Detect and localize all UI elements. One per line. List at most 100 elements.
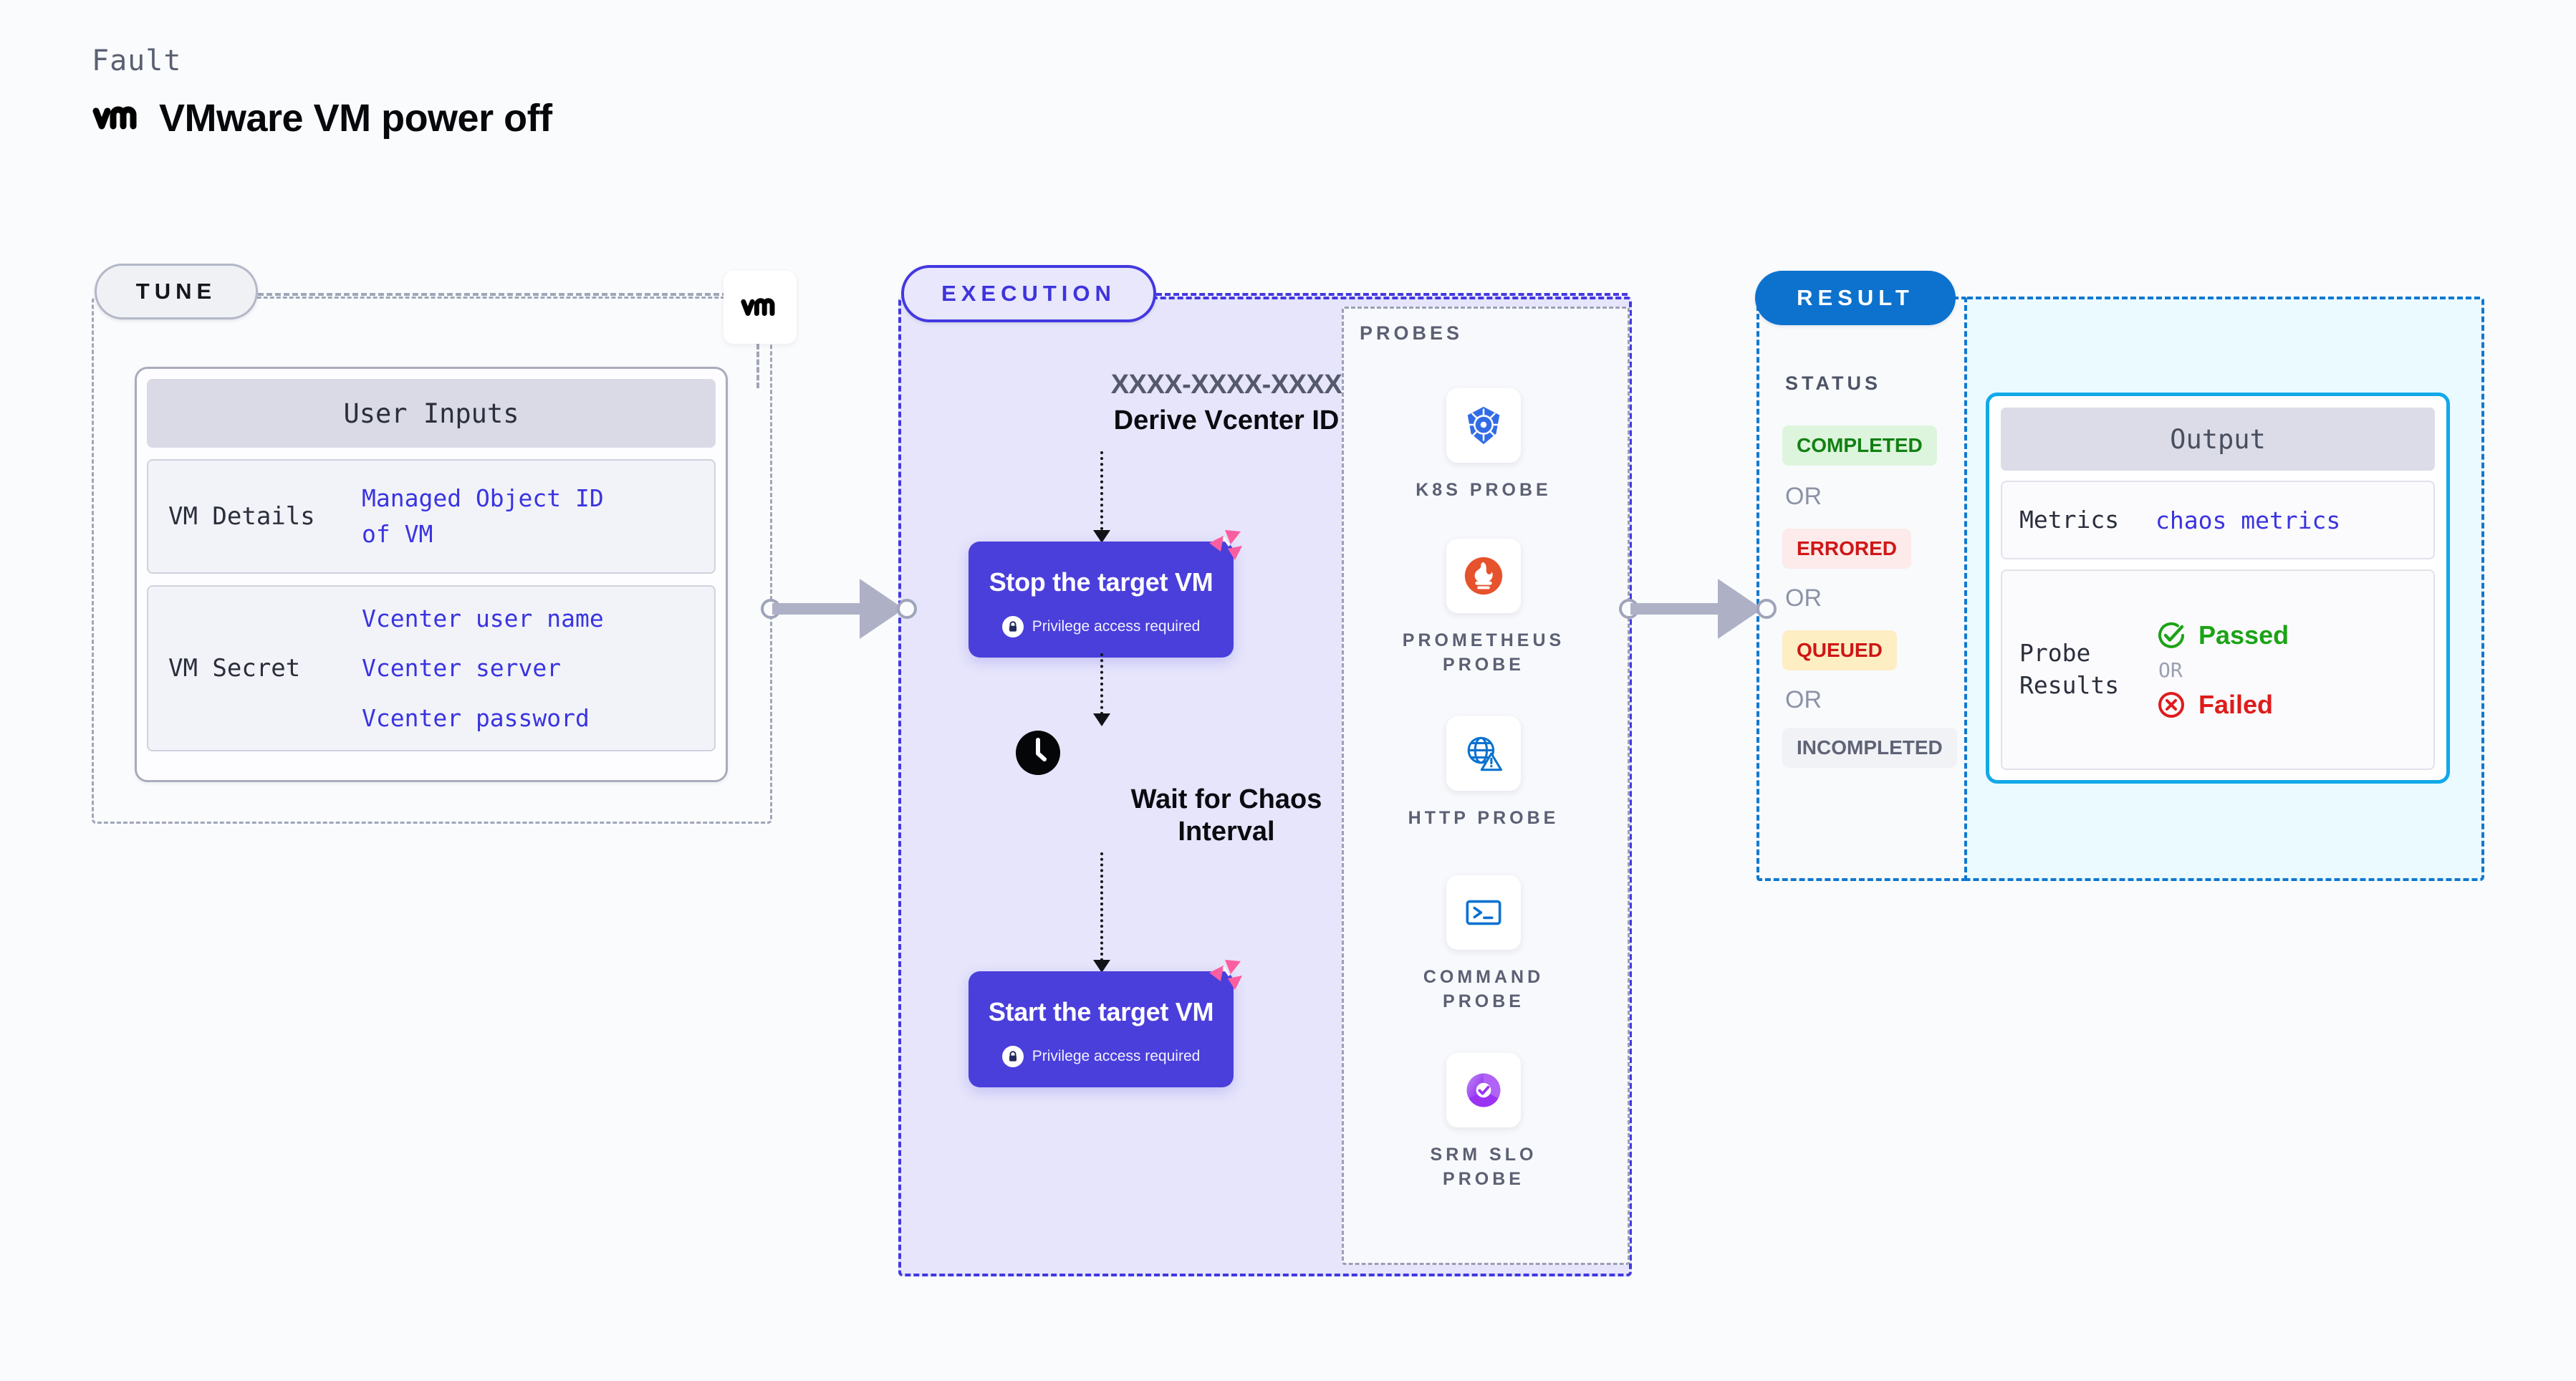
wait-for-chaos-interval-label: Wait for Chaos Interval (898, 784, 1554, 848)
probe-label: HTTP PROBE (1408, 808, 1559, 828)
probe-item-k8s[interactable]: K8S PROBE (1342, 388, 1625, 503)
connector-end-dot (897, 599, 917, 619)
status-badge-queued: QUEUED (1782, 630, 1897, 670)
user-input-values: Managed Object ID of VM (362, 481, 604, 552)
execution-stage-pill[interactable]: EXECUTION (901, 265, 1156, 322)
output-card: Output Metrics chaos metrics Probe Resul… (1986, 393, 2450, 784)
probe-result-values: Passed OR Failed (2156, 620, 2289, 721)
execution-step-start-vm[interactable]: Start the target VM Privilege access req… (969, 960, 1242, 1087)
output-key-metrics: Metrics (2019, 505, 2120, 534)
status-badge-errored: ERRORED (1782, 529, 1912, 569)
probe-result-or: OR (2158, 658, 2183, 682)
connector-bar (1630, 603, 1722, 615)
srm-slo-icon (1466, 1073, 1501, 1107)
status-badge-incompleted: INCOMPLETED (1782, 728, 1957, 768)
fault-kicker: Fault (92, 44, 182, 77)
execution-step-subline: Privilege access required (969, 597, 1234, 658)
page-header: Fault VMware VM power off (92, 44, 552, 140)
probe-item-http[interactable]: HTTP PROBE (1342, 716, 1625, 831)
user-inputs-card: User Inputs VM Details Managed Object ID… (135, 367, 728, 782)
flow-arrow-line-1 (1100, 451, 1103, 530)
user-input-value: Vcenter user name (362, 605, 604, 633)
execution-step-title: Start the target VM (988, 997, 1214, 1026)
execution-step-sub-text: Privilege access required (1032, 618, 1201, 635)
clock-icon (1016, 731, 1060, 775)
output-row-metrics: Metrics chaos metrics (2001, 481, 2435, 559)
connector-execution-to-result (1619, 566, 1777, 652)
probe-tile (1446, 1053, 1521, 1127)
tune-stage-pill[interactable]: TUNE (95, 264, 258, 319)
http-globe-warning-icon (1467, 736, 1503, 771)
connector-arrowhead (860, 579, 904, 639)
vmware-badge (724, 271, 797, 344)
probe-tile (1446, 716, 1521, 791)
execution-step-subline: Privilege access required (969, 1027, 1234, 1087)
page-title: VMware VM power off (159, 97, 552, 140)
result-stage-pill[interactable]: RESULT (1755, 271, 1956, 325)
page-title-row: VMware VM power off (92, 96, 552, 140)
probe-result-failed: Failed (2156, 689, 2289, 721)
flow-arrow-line-3 (1100, 852, 1103, 961)
execution-step-sub-text: Privilege access required (1032, 1048, 1201, 1064)
user-input-values: Vcenter user name Vcenter server Vcenter… (362, 594, 604, 743)
output-header: Output (2001, 408, 2435, 471)
tune-panel (92, 297, 772, 824)
connector-tune-to-execution (761, 566, 917, 652)
connector-arrowhead (1718, 579, 1762, 639)
status-or-1: OR (1785, 483, 1822, 510)
lock-icon (1009, 621, 1017, 632)
probe-tile (1446, 875, 1521, 950)
lock-icon (1001, 1046, 1024, 1067)
litmus-icon (1209, 960, 1242, 990)
user-input-value: Managed Object ID (362, 483, 604, 512)
connector-bar (772, 603, 864, 615)
check-circle-icon (2158, 622, 2184, 648)
execution-step-stop-vm[interactable]: Stop the target VM Privilege access requ… (969, 530, 1242, 658)
user-input-value: Vcenter server (362, 654, 562, 683)
user-input-key: VM Secret (168, 654, 301, 683)
wait-label-line-1: Wait for Chaos (1130, 784, 1322, 814)
output-value-metrics[interactable]: chaos metrics (2156, 506, 2341, 534)
user-input-row-vm-details: VM Details Managed Object ID of VM (147, 459, 716, 574)
status-or-2: OR (1785, 584, 1822, 612)
vmware-vm-logo-icon (741, 298, 775, 316)
connector-end-dot (1756, 599, 1777, 619)
probe-result-passed-label: Passed (2198, 620, 2289, 650)
litmus-icon (1209, 530, 1242, 560)
kubernetes-icon (1467, 406, 1500, 445)
output-row-probe-results: Probe Results Passed OR Failed (2001, 569, 2435, 770)
user-input-key: VM Details (168, 502, 315, 531)
output-key-probe-results: Probe Results (2019, 639, 2120, 699)
vmware-vm-logo-icon (92, 106, 137, 130)
x-circle-icon (2158, 691, 2184, 718)
probe-label: K8S PROBE (1416, 480, 1552, 500)
wait-label-line-2: Interval (1178, 816, 1275, 847)
tune-connector-line (258, 293, 728, 296)
terminal-icon (1466, 900, 1501, 925)
user-inputs-header: User Inputs (147, 379, 716, 448)
status-or-3: OR (1785, 686, 1822, 713)
flow-arrow-head-3 (1093, 960, 1110, 973)
probe-result-failed-label: Failed (2198, 689, 2274, 719)
status-label: STATUS (1785, 372, 1881, 394)
status-badge-completed: COMPLETED (1782, 425, 1937, 466)
probes-title: PROBES (1360, 322, 1464, 344)
execution-step-title: Stop the target VM (989, 567, 1213, 597)
user-input-row-vm-secret: VM Secret Vcenter user name Vcenter serv… (147, 585, 716, 751)
user-input-value: of VM (362, 520, 433, 548)
derive-vcenter-id-value: XXXX-XXXX-XXXX (1110, 370, 1342, 400)
probe-result-passed: Passed (2156, 620, 2289, 651)
prometheus-icon (1464, 557, 1503, 595)
probe-tile (1446, 388, 1521, 463)
flow-arrow-head-2 (1093, 713, 1110, 726)
lock-icon (1009, 1051, 1017, 1062)
flow-arrow-head-1 (1093, 530, 1110, 543)
lock-icon (1001, 616, 1024, 637)
execution-connector-line (1156, 293, 1628, 296)
